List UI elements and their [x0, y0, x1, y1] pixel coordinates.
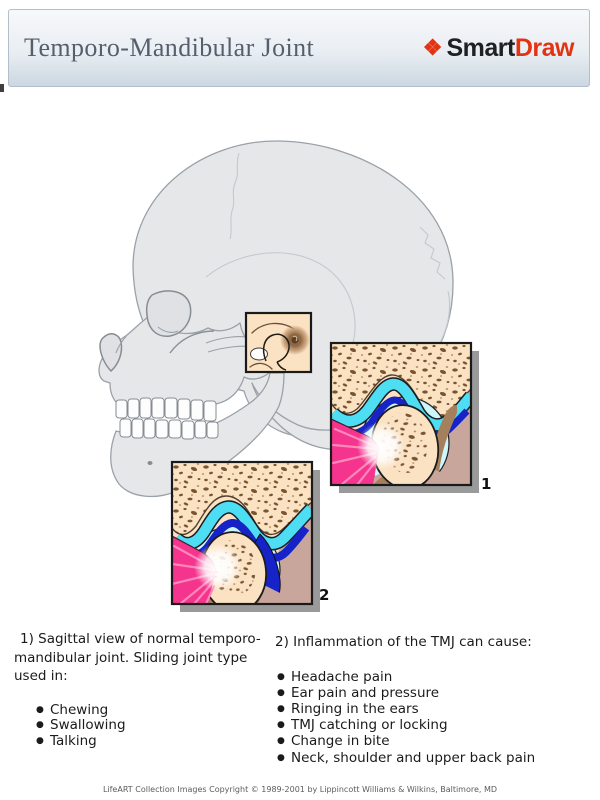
bullet-label: Chewing — [50, 701, 109, 718]
bullet-icon: ● — [36, 704, 44, 715]
bullet-label: Neck, shoulder and upper back pain — [291, 749, 536, 766]
bullet-icon: ● — [36, 735, 44, 746]
mental-foramen-dot — [147, 461, 153, 465]
logo-text-draw: Draw — [514, 33, 575, 62]
bullet-icon: ● — [277, 671, 285, 682]
logo-text-smart: Smart — [446, 33, 515, 62]
tmj-location-box — [244, 311, 313, 374]
note-normal-tmj: 1) Sagittal view of normal temporo- mand… — [14, 630, 264, 749]
bullet-list-right: ● Headache pain ● Ear pain and pressure … — [275, 669, 587, 766]
bullet-label: Ringing in the ears — [291, 700, 419, 717]
bullet-icon: ● — [277, 720, 285, 731]
bullet-label: Change in bite — [291, 733, 390, 750]
list-item: ● Headache pain — [277, 669, 587, 685]
bullet-list-left: ● Chewing ● Swallowing ● Talking — [14, 701, 264, 750]
inset-1-label: 1 — [481, 475, 491, 493]
smartdraw-logo: ❖ Smart Draw — [422, 33, 575, 63]
bullet-label: Ear pain and pressure — [291, 684, 440, 701]
page-title: Temporo-Mandibular Joint — [24, 33, 315, 62]
bullet-label: TMJ catching or locking — [291, 717, 448, 734]
skull-lateral-view — [98, 140, 454, 498]
list-item: ● TMJ catching or locking — [277, 717, 587, 733]
inset-normal-tmj — [329, 341, 479, 493]
bullet-icon: ● — [277, 687, 285, 698]
list-item: ● Talking — [36, 732, 264, 750]
bullet-icon: ● — [277, 752, 285, 763]
note-inflamed-tmj: 2) Inflammation of the TMJ can cause: ● … — [275, 633, 587, 766]
list-item: ● Ringing in the ears — [277, 701, 587, 717]
teeth — [115, 397, 219, 440]
inset-inflamed-tmj — [170, 460, 320, 612]
list-item: ● Swallowing — [36, 717, 264, 734]
list-item: ● Neck, shoulder and upper back pain — [277, 750, 587, 766]
smartdraw-diamond-icon: ❖ — [422, 35, 443, 60]
bullet-icon: ● — [36, 720, 44, 730]
tmj-illustration: 1 — [98, 140, 491, 612]
bullet-label: Headache pain — [291, 668, 393, 685]
bullet-icon: ● — [277, 736, 285, 747]
bullet-icon: ● — [277, 703, 285, 714]
list-item: ● Chewing — [36, 701, 264, 719]
scan-artifact — [0, 84, 4, 92]
note-left-heading: 1) Sagittal view of normal temporo- mand… — [14, 631, 261, 684]
list-item: ● Change in bite — [277, 733, 587, 749]
inset-2-label: 2 — [319, 586, 329, 604]
copyright-notice: LifeART Collection Images Copyright © 19… — [102, 785, 498, 794]
header-bar: Temporo-Mandibular Joint ❖ Smart Draw — [8, 9, 590, 87]
bullet-label: Swallowing — [50, 717, 126, 733]
list-item: ● Ear pain and pressure — [277, 685, 587, 701]
bullet-label: Talking — [50, 732, 97, 749]
note-right-heading: 2) Inflammation of the TMJ can cause: — [275, 634, 532, 650]
